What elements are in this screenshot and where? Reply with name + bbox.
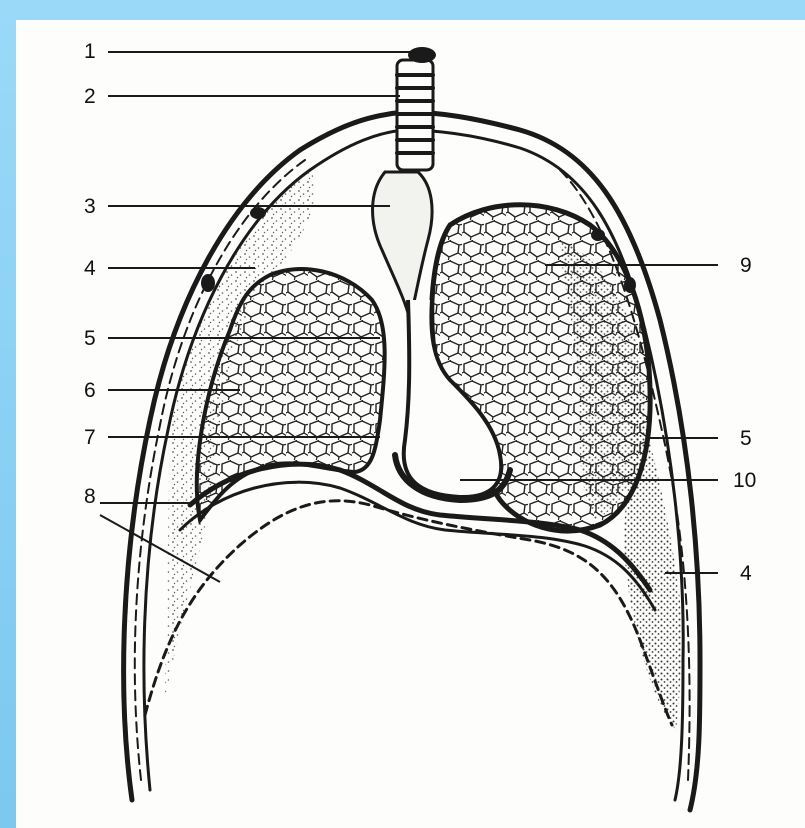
label-1: 1: [84, 41, 96, 62]
trachea: [397, 47, 436, 170]
label-8: 8: [84, 486, 96, 507]
trachea-top: [408, 47, 436, 63]
label-3: 3: [84, 196, 96, 217]
label-5-right: 5: [740, 428, 752, 449]
mediastinum: [373, 172, 433, 320]
label-9: 9: [740, 255, 752, 276]
label-10: 10: [733, 470, 756, 491]
label-2: 2: [84, 86, 96, 107]
label-7: 7: [84, 427, 96, 448]
label-5-left: 5: [84, 328, 96, 349]
label-4-right: 4: [740, 563, 752, 584]
label-4-left: 4: [84, 258, 96, 279]
label-6: 6: [84, 380, 96, 401]
